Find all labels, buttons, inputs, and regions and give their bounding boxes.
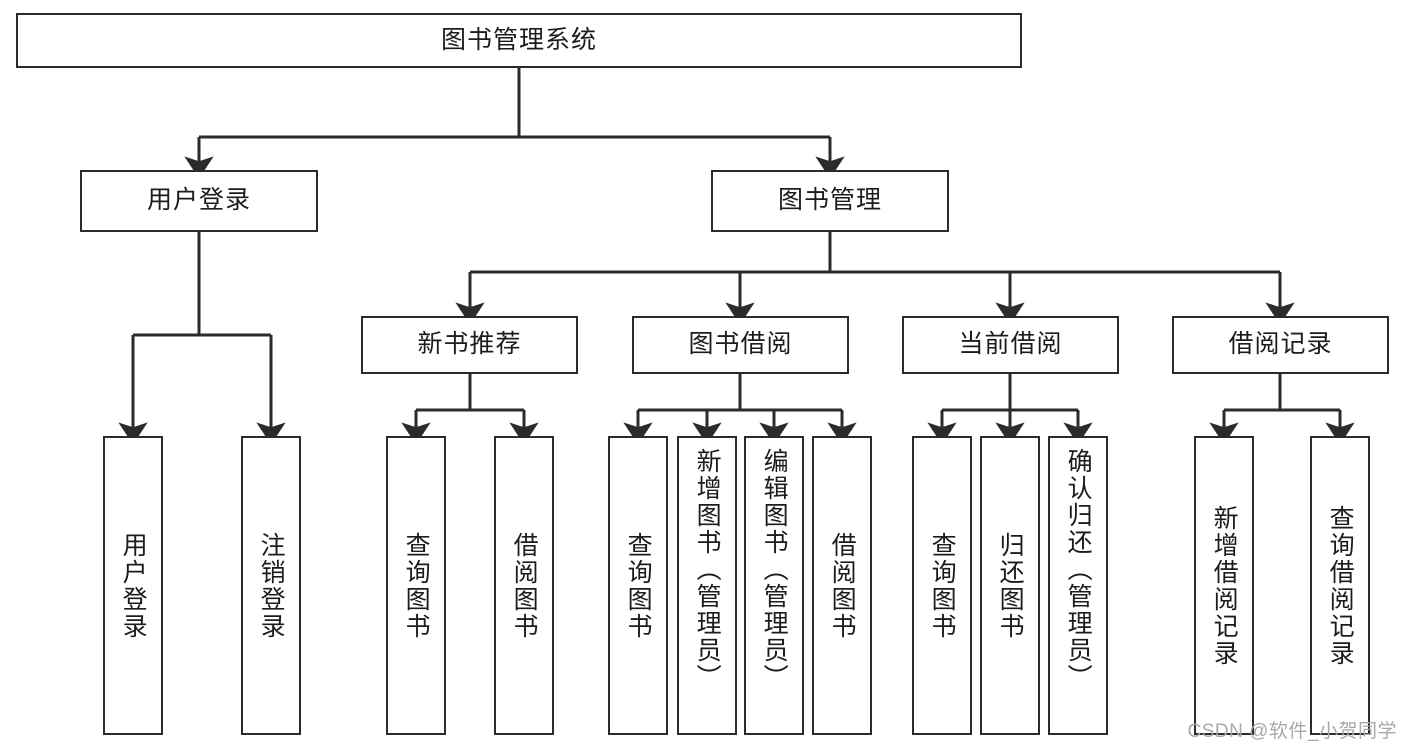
leaf-query-book-3[interactable]: 查询图书: [912, 436, 972, 735]
node-user-login-label: 用户登录: [146, 186, 251, 215]
node-new-book-rec[interactable]: 新书推荐: [361, 316, 578, 374]
leaf-borrow-book-1[interactable]: 借阅图书: [494, 436, 554, 735]
leaf-borrow-book-1-label: 借阅图书: [510, 531, 539, 640]
leaf-query-book-2[interactable]: 查询图书: [608, 436, 668, 735]
node-current-borrow-label: 当前借阅: [958, 330, 1063, 359]
leaf-add-book-label: 新增图书（管理员）: [693, 448, 722, 691]
node-book-manage-label: 图书管理: [777, 186, 882, 215]
leaf-query-book-1[interactable]: 查询图书: [386, 436, 446, 735]
node-book-borrow[interactable]: 图书借阅: [632, 316, 849, 374]
leaf-query-book-2-label: 查询图书: [624, 531, 653, 640]
node-book-borrow-label: 图书借阅: [688, 330, 793, 359]
leaf-edit-book[interactable]: 编辑图书（管理员）: [744, 436, 804, 735]
leaf-borrow-book-2[interactable]: 借阅图书: [812, 436, 872, 735]
leaf-query-book-3-label: 查询图书: [928, 531, 957, 640]
leaf-query-book-1-label: 查询图书: [402, 531, 431, 640]
leaf-query-record-label: 查询借阅记录: [1326, 504, 1355, 667]
leaf-add-book[interactable]: 新增图书（管理员）: [677, 436, 737, 735]
node-user-login[interactable]: 用户登录: [80, 170, 318, 232]
node-borrow-record-label: 借阅记录: [1228, 330, 1333, 359]
leaf-user-login[interactable]: 用户登录: [103, 436, 163, 735]
node-root[interactable]: 图书管理系统: [16, 13, 1022, 68]
leaf-logout-login-label: 注销登录: [257, 531, 286, 640]
leaf-confirm-return-label: 确认归还（管理员）: [1064, 448, 1093, 691]
leaf-add-record[interactable]: 新增借阅记录: [1194, 436, 1254, 735]
leaf-add-record-label: 新增借阅记录: [1210, 504, 1239, 667]
node-new-book-rec-label: 新书推荐: [417, 330, 522, 359]
leaf-query-record[interactable]: 查询借阅记录: [1310, 436, 1370, 735]
leaf-borrow-book-2-label: 借阅图书: [828, 531, 857, 640]
leaf-confirm-return[interactable]: 确认归还（管理员）: [1048, 436, 1108, 735]
watermark-text: CSDN @软件_小贺同学: [1187, 721, 1397, 742]
leaf-return-book[interactable]: 归还图书: [980, 436, 1040, 735]
node-current-borrow[interactable]: 当前借阅: [902, 316, 1119, 374]
leaf-user-login-label: 用户登录: [119, 531, 148, 640]
node-book-manage[interactable]: 图书管理: [711, 170, 949, 232]
leaf-edit-book-label: 编辑图书（管理员）: [760, 448, 789, 691]
node-root-label: 图书管理系统: [440, 25, 597, 54]
node-borrow-record[interactable]: 借阅记录: [1172, 316, 1389, 374]
leaf-return-book-label: 归还图书: [996, 531, 1025, 640]
leaf-logout-login[interactable]: 注销登录: [241, 436, 301, 735]
